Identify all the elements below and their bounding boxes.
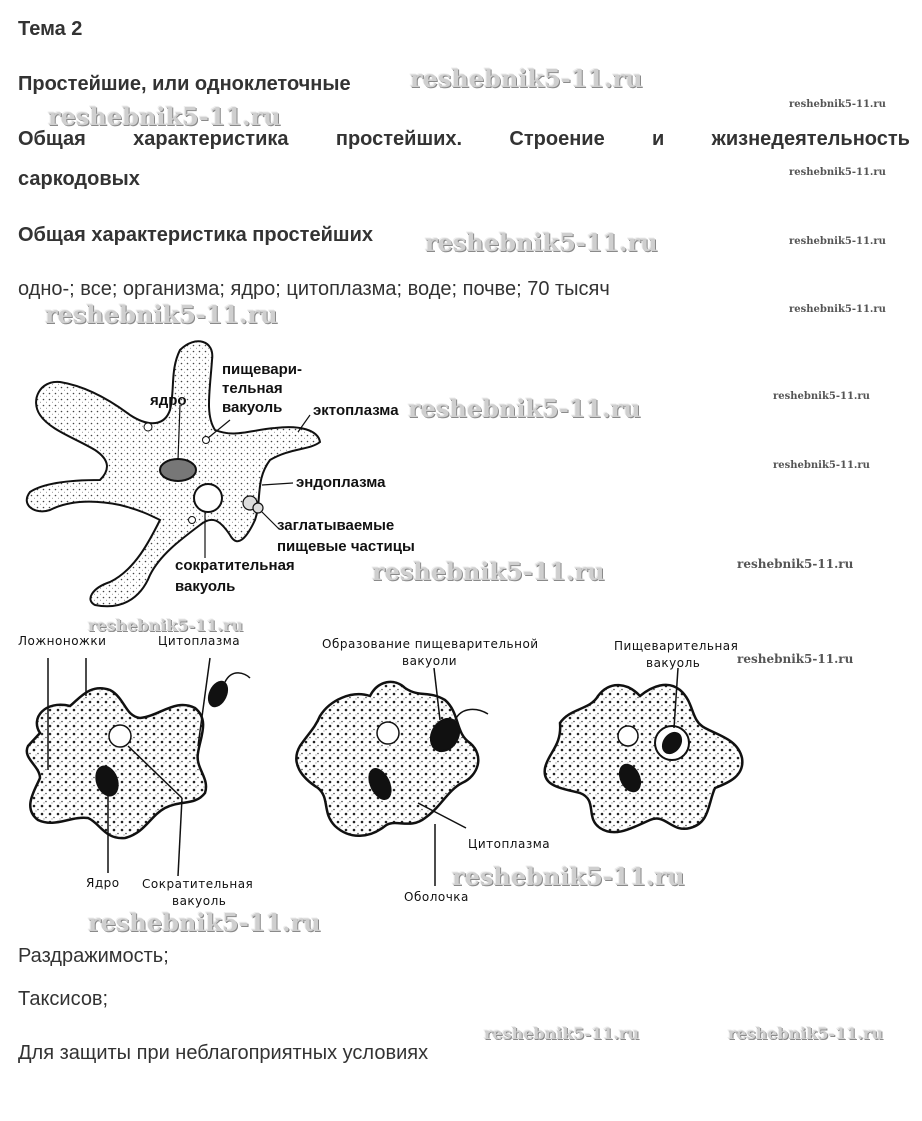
prey-flagellum bbox=[454, 708, 489, 721]
subtitle-word: простейших. bbox=[335, 128, 463, 150]
amoeba-3-nucleus bbox=[618, 763, 642, 793]
label-line: Пищеварительная bbox=[614, 639, 739, 653]
subtitle-word: характеристика bbox=[133, 128, 289, 150]
label-line: вакуоль bbox=[646, 656, 701, 670]
subsection-title: Общая характеристика простейших bbox=[18, 224, 373, 246]
pointer-line bbox=[197, 657, 211, 747]
subtitle-line-2: саркодовых bbox=[18, 168, 140, 190]
answer-protection: Для защиты при неблагоприятных условиях bbox=[18, 1042, 429, 1064]
prey-flagellum bbox=[224, 672, 251, 683]
amoeba-2-vacuole bbox=[376, 721, 400, 745]
watermark: reshebnik5-11.ru bbox=[410, 64, 643, 93]
digestive-vacuole-label: Пищеварительная вакуоль bbox=[614, 638, 738, 672]
label-line: вакуоль bbox=[172, 894, 227, 908]
label-line: вакуоль bbox=[175, 578, 236, 595]
subtitle-word: жизнедеятельность bbox=[711, 128, 910, 150]
subtitle-word: Общая bbox=[18, 128, 86, 150]
pointer-line bbox=[433, 667, 441, 721]
amoeba-2-body bbox=[295, 680, 480, 837]
answer-irritability: Раздражимость; bbox=[18, 945, 169, 967]
nucleus-label: ядро bbox=[150, 392, 187, 409]
label-line: сократительная bbox=[175, 557, 295, 574]
pointer-line bbox=[177, 797, 183, 877]
section-title: Простейшие, или одноклеточные bbox=[18, 73, 351, 95]
amoeba-structure-figure bbox=[25, 340, 322, 608]
watermark-small: reshebnik5-11.ru bbox=[789, 99, 886, 110]
label-line: Сократительная bbox=[142, 877, 254, 891]
cytoplasm-label: Цитоплазма bbox=[158, 634, 241, 648]
label-line: заглатываемые bbox=[277, 517, 395, 534]
pointer-line bbox=[673, 667, 679, 729]
watermark-small: reshebnik5-11.ru bbox=[773, 460, 870, 471]
pointer-line bbox=[127, 745, 183, 799]
amoeba-1-body bbox=[25, 687, 208, 840]
amoeba-1-nucleus bbox=[95, 765, 119, 797]
watermark-small: reshebnik5-11.ru bbox=[737, 557, 854, 571]
food-particle-shape bbox=[252, 502, 264, 514]
watermark-small: reshebnik5-11.ru bbox=[789, 236, 886, 247]
engulfed-particles-label: заглатываемые пищевые частицы bbox=[277, 515, 415, 557]
watermark-small: reshebnik5-11.ru bbox=[789, 304, 886, 315]
flagellate-prey bbox=[207, 680, 229, 708]
amoeba-1-vacuole bbox=[108, 724, 132, 748]
watermark: reshebnik5-11.ru bbox=[425, 228, 658, 257]
food-vacuole-formation-label: Образование пищеварительной вакуоли bbox=[322, 636, 539, 670]
amoeba-feeding-figure bbox=[25, 657, 744, 886]
label-line: Образование пищеварительной bbox=[322, 637, 539, 651]
answer-taxis: Таксисов; bbox=[18, 988, 109, 1010]
pointer-line bbox=[207, 419, 231, 439]
ectoplasm-label: эктоплазма bbox=[313, 402, 399, 419]
nucleus-shape bbox=[159, 458, 197, 482]
watermark: reshebnik5-11.ru bbox=[48, 102, 281, 131]
watermark-small: reshebnik5-11.ru bbox=[737, 652, 854, 666]
contractile-vacuole-shape bbox=[193, 483, 223, 513]
amoeba-3-vacuole bbox=[617, 725, 639, 747]
forming-food-vacuole bbox=[429, 717, 461, 753]
contractile-vacuole-label: сократительная вакуоль bbox=[175, 555, 295, 597]
watermark: reshebnik5-11.ru bbox=[88, 908, 321, 937]
endoplasm-label: эндоплазма bbox=[296, 474, 386, 491]
pseudopods-label: Ложноножки bbox=[18, 634, 107, 648]
watermark: reshebnik5-11.ru bbox=[484, 1024, 640, 1043]
label-line: пищевые частицы bbox=[277, 538, 415, 555]
label-line: вакуоли bbox=[402, 654, 458, 668]
watermark-small: reshebnik5-11.ru bbox=[789, 167, 886, 178]
pointer-line bbox=[297, 414, 311, 433]
subtitle-word: Строение bbox=[509, 128, 605, 150]
pointer-line bbox=[261, 511, 279, 529]
subtitle-line-1: Общая характеристика простейших. Строени… bbox=[18, 128, 910, 151]
watermark-small: reshebnik5-11.ru bbox=[773, 391, 870, 402]
amoeba-2-nucleus bbox=[368, 768, 392, 800]
food-vacuole-shape bbox=[143, 422, 153, 432]
watermark: reshebnik5-11.ru bbox=[372, 557, 605, 586]
subtitle-word: и bbox=[652, 128, 665, 150]
topic-heading: Тема 2 bbox=[18, 18, 83, 40]
digestive-vacuole-content bbox=[661, 731, 683, 755]
nucleus-label: Ядро bbox=[86, 876, 120, 890]
pointer-line bbox=[177, 404, 181, 461]
watermark: reshebnik5-11.ru bbox=[728, 1024, 884, 1043]
food-vacuole-shape bbox=[202, 436, 210, 444]
label-line: пищевари- bbox=[222, 361, 303, 378]
amoeba-3-body bbox=[543, 683, 744, 834]
cytoplasm-label: Цитоплазма bbox=[468, 837, 551, 851]
watermark: reshebnik5-11.ru bbox=[88, 616, 244, 635]
answer-line: одно-; все; организма; ядро; цитоплазма;… bbox=[18, 278, 610, 300]
food-vacuole-label: пищевари- тельная вакуоль bbox=[222, 360, 302, 417]
contractile-vacuole-label: Сократительная вакуоль bbox=[142, 876, 253, 910]
watermark: reshebnik5-11.ru bbox=[452, 862, 685, 891]
membrane-label: Оболочка bbox=[404, 890, 469, 904]
label-line: тельная bbox=[222, 380, 283, 397]
pointer-line bbox=[417, 802, 467, 829]
pointer-line bbox=[261, 482, 294, 486]
food-vacuole-shape bbox=[188, 516, 196, 524]
label-line: вакуоль bbox=[222, 399, 283, 416]
watermark: reshebnik5-11.ru bbox=[45, 300, 278, 329]
watermark: reshebnik5-11.ru bbox=[408, 394, 641, 423]
